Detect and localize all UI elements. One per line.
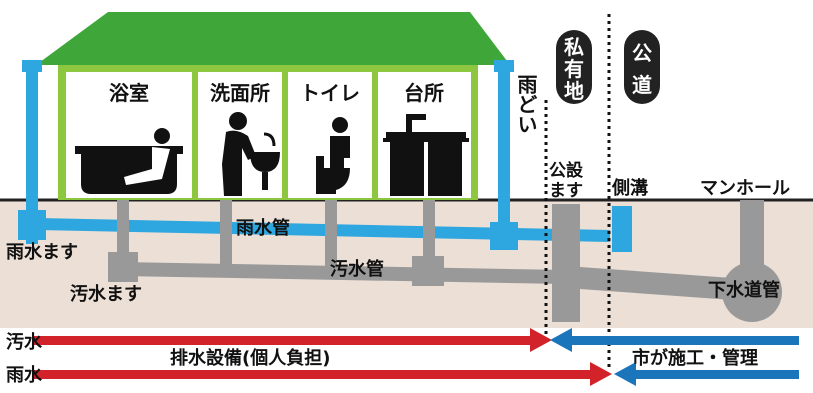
- room-toilet-label: トイレ: [300, 81, 360, 105]
- house-roof: [36, 12, 510, 65]
- manhole-label: マンホール: [700, 178, 790, 199]
- sewage-city-arrow: [550, 328, 572, 352]
- private-land-char-2: 有: [564, 57, 584, 81]
- left-downspout: [26, 64, 38, 244]
- sewage-basin-label: 汚水ます: [70, 283, 142, 305]
- washroom-icon: [222, 112, 280, 196]
- legend-rain-label: 雨水: [6, 364, 43, 386]
- sewage-basin: [108, 252, 138, 282]
- public-basin-label-1: 公設: [549, 160, 584, 181]
- private-land-tag: [556, 30, 592, 104]
- sewage-private-arrow: [530, 328, 552, 352]
- sewer-main-label: 下水道管: [708, 279, 780, 301]
- city-span-label: 市が施工・管理: [632, 347, 758, 369]
- rain-city-arrow: [614, 362, 636, 386]
- private-span-label: 排水設備(個人負担): [170, 347, 330, 369]
- rain-basin-label: 雨水ます: [6, 241, 78, 263]
- room-washroom-label: 洗面所: [210, 81, 270, 105]
- room-bath-label: 浴室: [109, 81, 149, 105]
- legend-sewage-label: 汚水: [6, 331, 43, 353]
- private-land-char-3: 地: [564, 79, 584, 103]
- sewage-pipe-label: 汚水管: [330, 258, 384, 280]
- rain-basin-right: [490, 222, 518, 250]
- room-kitchen-label: 台所: [404, 81, 444, 105]
- rain-private-arrow: [590, 362, 612, 386]
- rain-basin-left: [18, 210, 46, 240]
- side-ditch-label: 側溝: [611, 177, 648, 199]
- side-ditch: [612, 206, 632, 252]
- sewer-main: [566, 266, 760, 302]
- public-road-char-1: 公: [632, 41, 652, 65]
- public-road-tag: [624, 30, 660, 104]
- kitchen-icon: [383, 114, 469, 196]
- manhole: [722, 262, 782, 322]
- rain-pipe: [38, 218, 610, 242]
- public-road-char-2: 道: [632, 73, 652, 97]
- private-land-char-1: 私: [564, 35, 584, 59]
- public-basin-label-2: ます: [549, 181, 583, 201]
- bath-icon: [75, 128, 183, 194]
- public-basin: [552, 204, 580, 322]
- downspout-label: 雨どい: [514, 74, 538, 134]
- toilet-icon: [316, 117, 350, 194]
- right-downspout: [498, 64, 510, 244]
- rain-pipe-label: 雨水管: [236, 217, 290, 239]
